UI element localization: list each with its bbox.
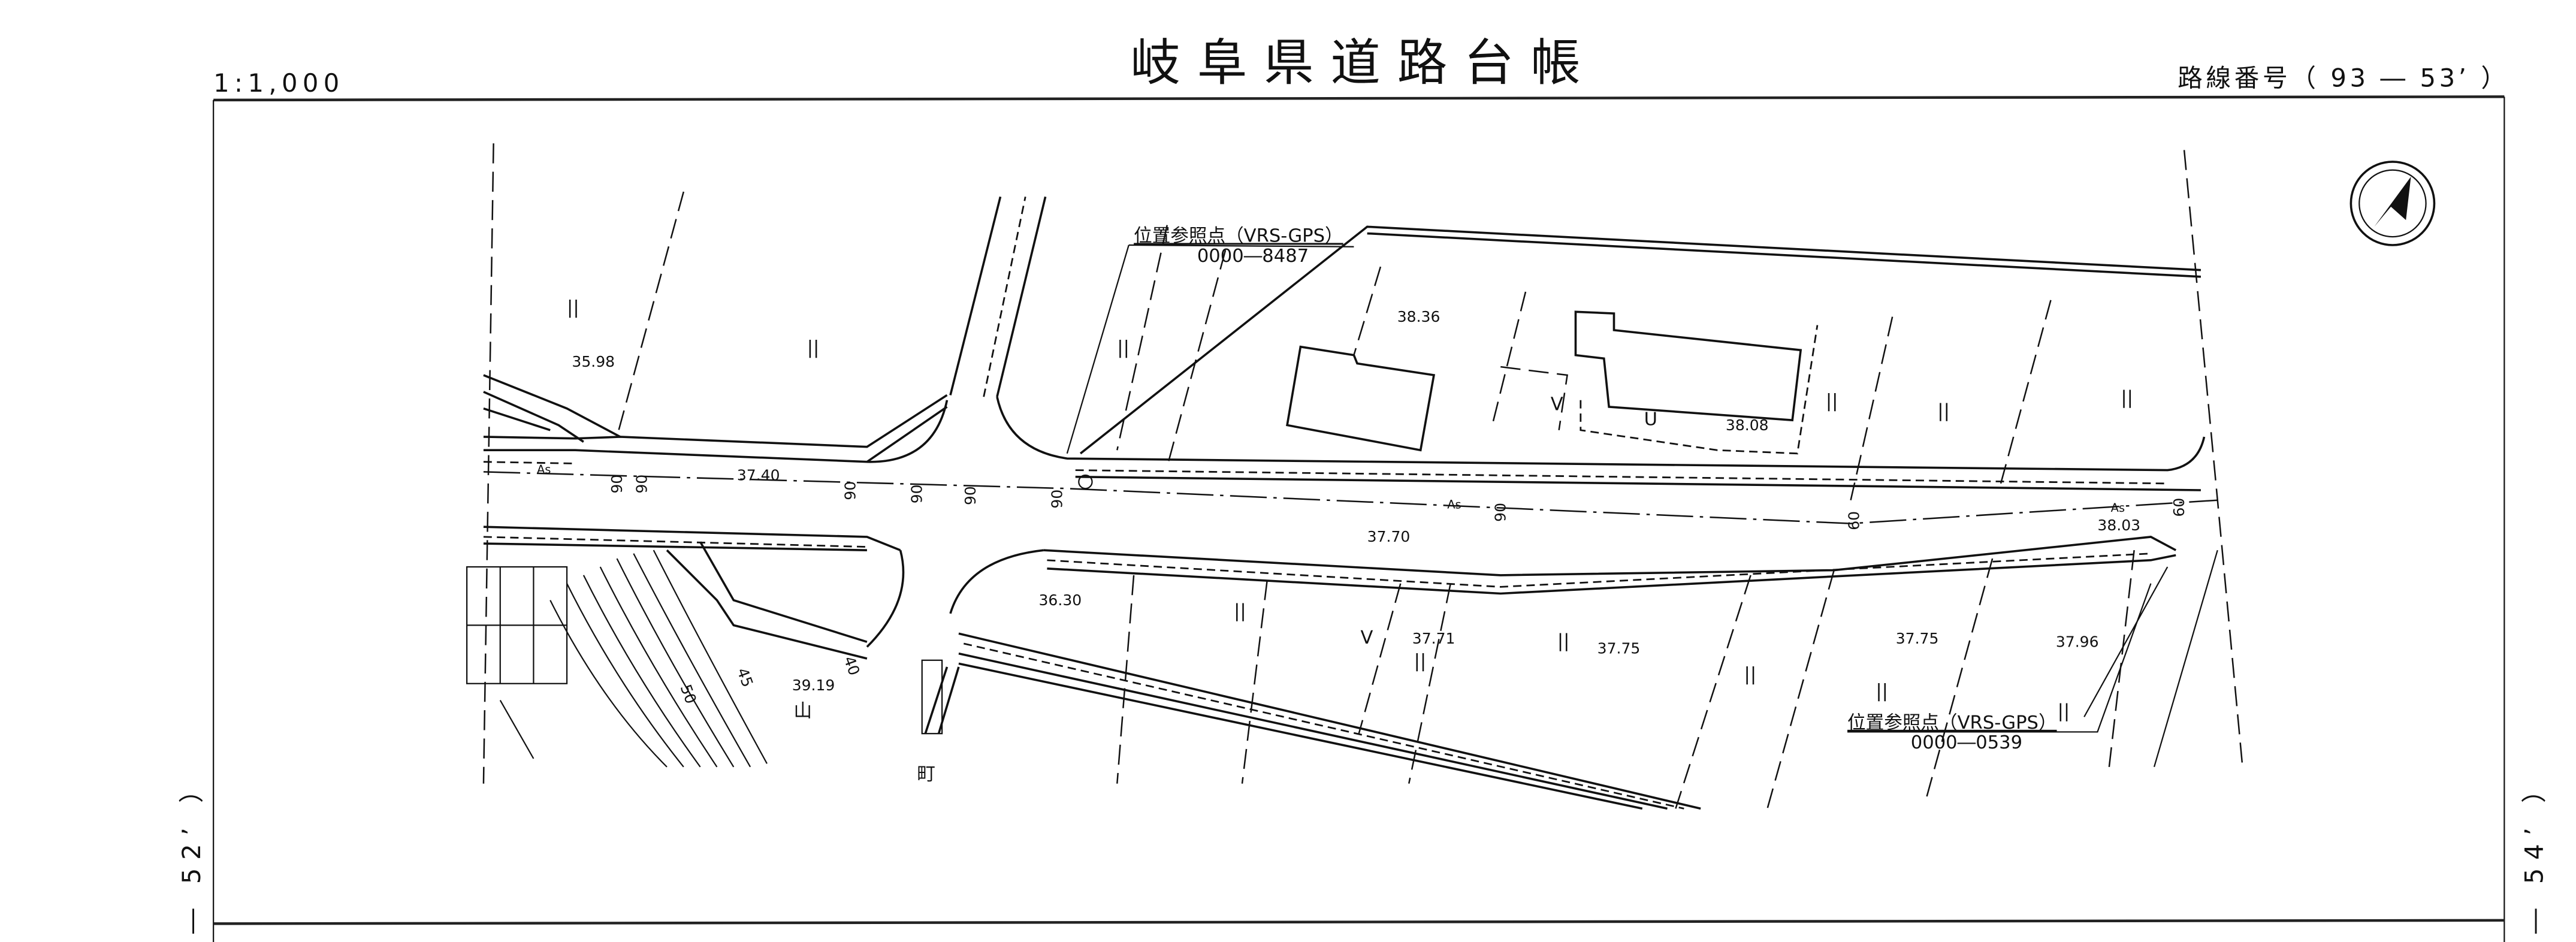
reference-point-code: 0000―0539 — [1911, 732, 2022, 753]
width-mark: 90 — [962, 486, 979, 505]
width-mark: 90 — [608, 475, 626, 494]
elevation: 37.70 — [1367, 528, 1411, 545]
paddy-symbol: || — [1876, 681, 1888, 702]
map-title: 岐阜県道路台帳 — [1131, 34, 1597, 92]
field-symbol: V — [1551, 394, 1563, 415]
elevation: 37.75 — [1597, 640, 1641, 657]
elevation: 38.36 — [1397, 308, 1440, 325]
map-scale: 1:1,000 — [213, 68, 344, 98]
frame-top — [213, 95, 2505, 102]
main-road — [483, 394, 2218, 660]
building-lot — [1580, 325, 1819, 455]
reference-point-0539: 位置参照点（VRS-GPS） 0000―0539 — [1847, 583, 2152, 753]
reference-point-code: 0000―8487 — [1197, 246, 1309, 267]
width-mark: 90 — [908, 484, 926, 503]
reference-point-label: 位置参照点（VRS-GPS） — [1847, 712, 2057, 733]
north-arrow-icon — [2349, 161, 2436, 246]
reference-point-label: 位置参照点（VRS-GPS） — [1134, 225, 1343, 246]
paddy-symbol: || — [2121, 387, 2133, 408]
town-symbol: 町 — [917, 764, 935, 785]
elevation: 37.71 — [1412, 630, 1455, 647]
paddy-symbol: || — [1826, 391, 1838, 412]
contour-label: 45 — [733, 666, 756, 690]
elevation: 36.30 — [1039, 591, 1082, 609]
surface-mark: As — [2111, 501, 2125, 515]
surface-mark: As — [1447, 498, 1461, 512]
pond-symbol: U — [1644, 409, 1657, 430]
side-roads — [921, 196, 1047, 735]
paddy-symbol: || — [567, 297, 579, 318]
paddy-symbol: || — [1117, 337, 1130, 358]
width-mark: 90 — [1492, 503, 1509, 522]
building — [1574, 310, 1802, 422]
elevation: 35.98 — [572, 353, 615, 370]
mountain-symbol: 山 — [793, 701, 812, 721]
sheet-link-right: ― 54’ ） — [2519, 769, 2548, 934]
paddy-symbol: || — [1234, 600, 1246, 621]
paddy-symbol: || — [1557, 631, 1570, 652]
elevation: 39.19 — [792, 677, 835, 694]
sheet-link-left: ― 52’ ） — [177, 769, 206, 934]
contour-lines — [499, 550, 768, 768]
retaining-walls — [466, 374, 621, 684]
building — [1286, 345, 1436, 452]
width-mark: 90 — [1048, 490, 1065, 509]
diagonal-road — [958, 225, 2201, 810]
width-mark: 90 — [633, 475, 651, 494]
paddy-symbol: || — [1414, 651, 1427, 672]
paddy-symbol: || — [1744, 664, 1757, 685]
paddy-symbol: || — [2058, 701, 2070, 721]
elevation-labels: 35.98 37.40 38.36 38.08 37.70 38.03 36.3… — [572, 308, 2140, 694]
width-mark: 60 — [1846, 511, 1863, 530]
elevation: 37.75 — [1896, 630, 1939, 647]
width-mark: 60 — [2170, 498, 2188, 517]
frame-bottom — [213, 919, 2505, 925]
elevation: 38.08 — [1726, 416, 1769, 434]
land-use-symbols: || || || || || || || || || || || || V V … — [567, 297, 2133, 785]
elevation: 37.96 — [2056, 633, 2099, 651]
reference-point-8487: 位置参照点（VRS-GPS） 0000―8487 — [1066, 225, 1354, 490]
parcel-boundaries — [482, 143, 2243, 809]
contour-label: 50 — [677, 682, 700, 706]
elevation: 38.03 — [2097, 517, 2140, 534]
road-marks: As As As 90 90 90 90 90 90 90 60 60 — [537, 463, 2188, 530]
elevation: 37.40 — [737, 466, 780, 484]
field-symbol: V — [1361, 627, 1373, 648]
width-mark: 90 — [841, 481, 859, 500]
paddy-symbol: || — [807, 337, 820, 358]
surface-mark: As — [537, 463, 551, 476]
route-number: 路線番号（ 93 ― 53’ ） — [2178, 64, 2509, 93]
paddy-symbol: || — [1937, 401, 1950, 422]
